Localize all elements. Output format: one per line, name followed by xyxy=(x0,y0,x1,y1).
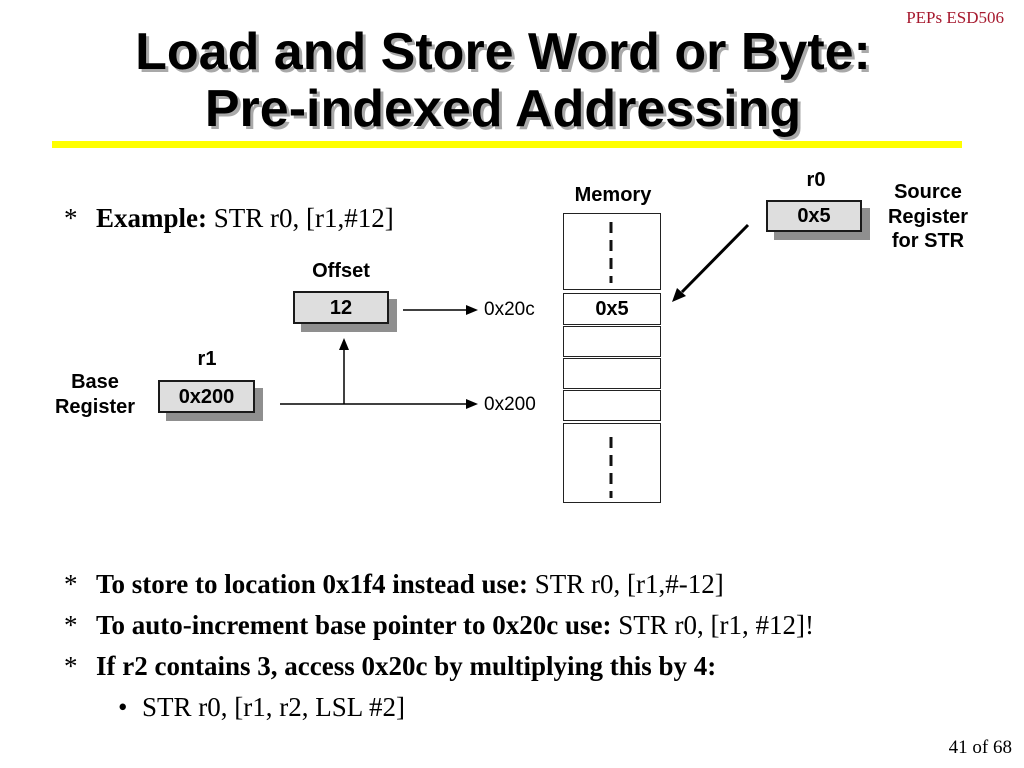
sub-note-bullet: • STR r0, [r1, r2, LSL #2] xyxy=(118,691,405,723)
memory-block-below xyxy=(563,423,661,503)
bullet-marker: * xyxy=(64,610,78,640)
r0-label: r0 xyxy=(806,169,826,191)
r0-caption-line: for STR xyxy=(891,230,965,252)
page-number: 41 of 68 xyxy=(948,737,1012,758)
r0-register-box: 0x5 xyxy=(766,200,862,232)
offset-label: Offset xyxy=(312,260,370,282)
note-bullet: * To store to location 0x1f4 instead use:… xyxy=(64,568,724,600)
base-address-label: 0x200 xyxy=(484,394,536,415)
note-bullet: * To auto-increment base pointer to 0x20c… xyxy=(64,609,814,641)
base-address-arrowhead xyxy=(466,399,478,409)
r0-caption: Source Register for STR xyxy=(868,180,988,254)
memory-cell xyxy=(563,326,661,357)
memory-block-above xyxy=(563,213,661,290)
store-arrowhead xyxy=(672,288,686,302)
r1-label: r1 xyxy=(197,348,217,370)
bullet-marker: * xyxy=(64,651,78,681)
memory-cell-0x200 xyxy=(563,390,661,421)
r1-register-box: 0x200 xyxy=(158,380,255,413)
add-offset-arrowhead xyxy=(339,338,349,350)
r1-caption-line: Register xyxy=(54,395,136,418)
note-bullet: * If r2 contains 3, access 0x20c by multi… xyxy=(64,650,716,682)
example-label: Example: xyxy=(96,203,207,233)
sub-note-instruction: STR r0, [r1, r2, LSL #2] xyxy=(142,692,405,722)
store-arrow-line xyxy=(680,223,750,294)
note-lead: To store to location 0x1f4 instead use: xyxy=(96,569,528,599)
r1-caption-line: Base xyxy=(71,371,119,393)
memory-cell-0x20c: 0x5 xyxy=(563,293,661,325)
note-instruction: STR r0, [r1, #12]! xyxy=(618,610,814,640)
slide-title-line-1: Load and Store Word or Byte: xyxy=(135,23,871,81)
r0-caption-line: Source xyxy=(894,181,962,203)
offset-value-box: 12 xyxy=(293,291,389,324)
bullet-marker: * xyxy=(64,569,78,599)
memory-label: Memory xyxy=(574,184,652,206)
example-instruction: STR r0, [r1,#12] xyxy=(213,203,394,233)
bullet-marker: * xyxy=(64,203,78,233)
note-instruction: STR r0, [r1,#-12] xyxy=(534,569,724,599)
r1-caption: Base Register xyxy=(35,370,155,419)
offset-address-arrowhead xyxy=(466,305,478,315)
note-lead: If r2 contains 3, access 0x20c by multip… xyxy=(96,651,717,681)
title-underline-rule xyxy=(52,141,962,148)
memory-cell xyxy=(563,358,661,389)
course-header: PEPs ESD506 xyxy=(906,8,1004,27)
slide-title-line-2: Pre-indexed Addressing xyxy=(204,80,802,138)
sub-bullet-marker: • xyxy=(118,692,128,722)
offset-address-label: 0x20c xyxy=(484,299,535,320)
note-lead: To auto-increment base pointer to 0x20c … xyxy=(96,610,612,640)
r0-caption-line: Register xyxy=(887,205,969,228)
example-bullet: * Example:STR r0, [r1,#12] xyxy=(64,202,394,234)
